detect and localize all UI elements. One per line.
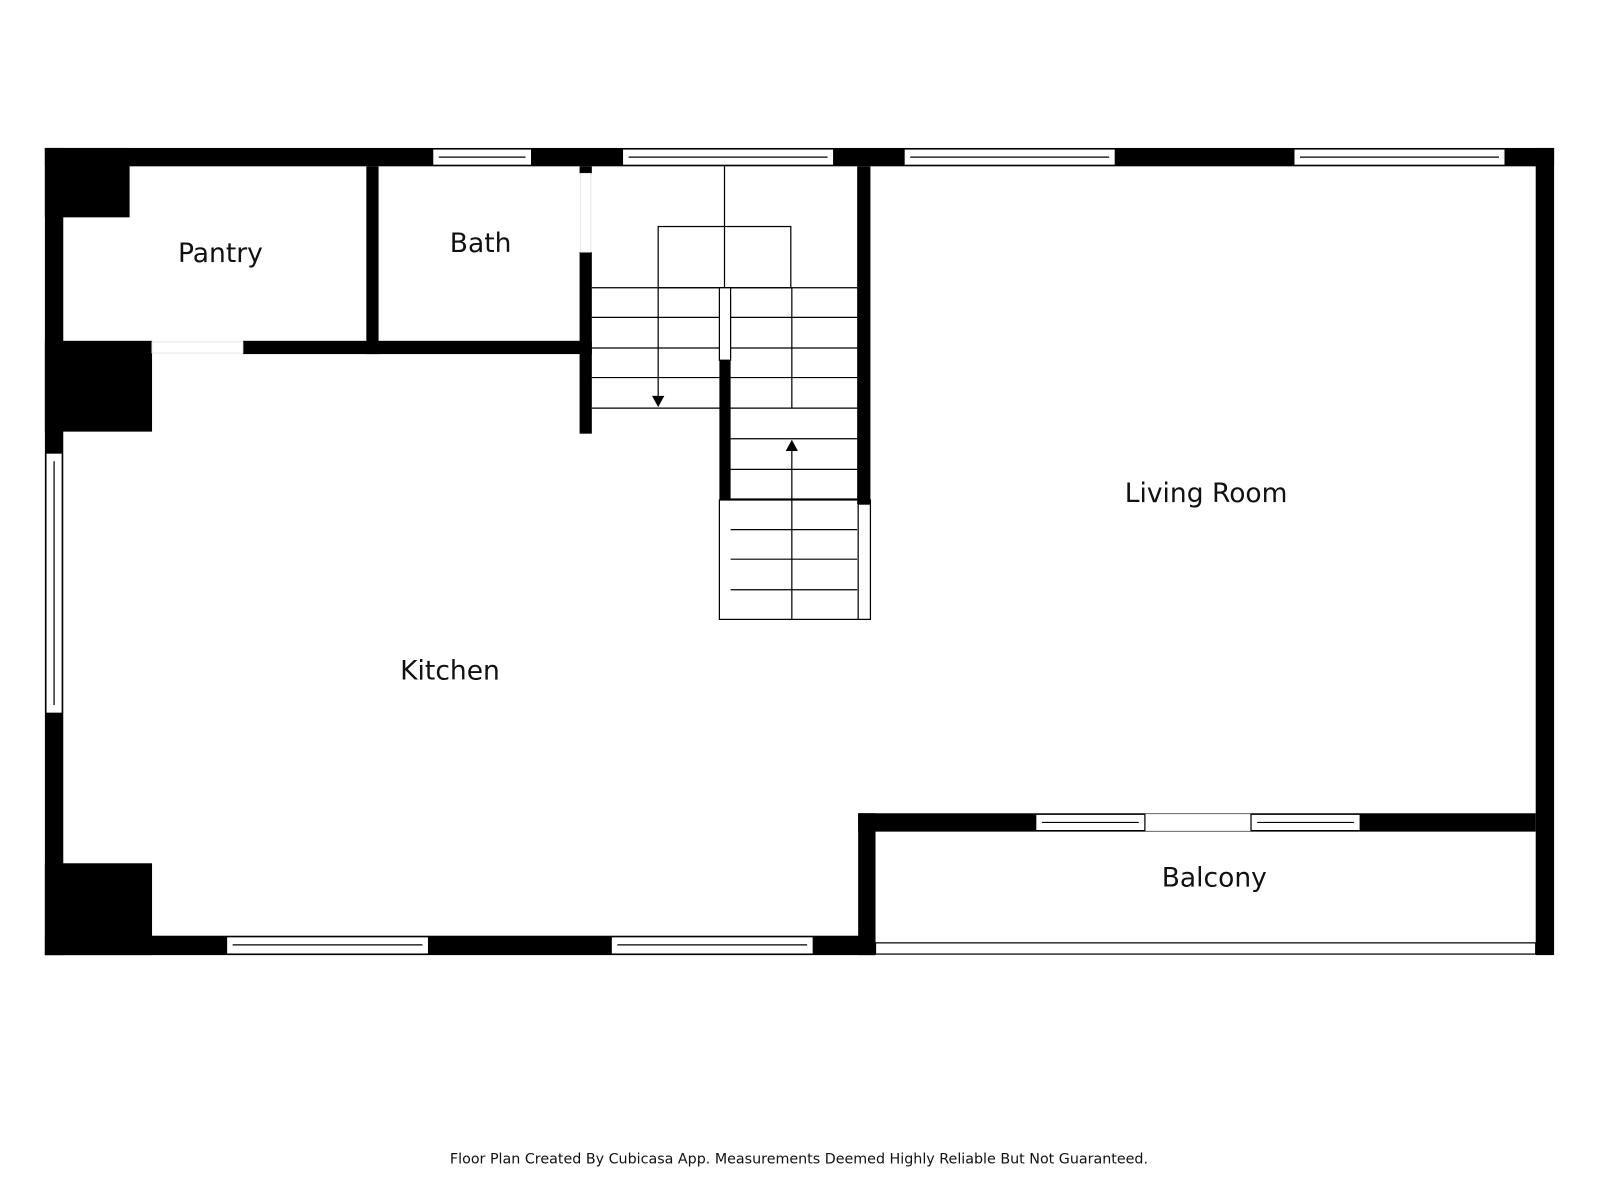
- room-label-bath: Bath: [450, 228, 512, 259]
- stair-up-arrow-icon: [785, 439, 798, 452]
- windows: [45, 148, 1537, 955]
- footer-disclaimer: Floor Plan Created By Cubicasa App. Meas…: [450, 1151, 1148, 1167]
- walls: [44, 147, 1555, 956]
- room-label-living-room: Living Room: [1125, 478, 1288, 509]
- room-label-balcony: Balcony: [1162, 863, 1267, 894]
- stair-down-arrow-icon: [652, 395, 665, 408]
- staircase: [591, 166, 872, 621]
- door-openings: [151, 172, 1252, 832]
- room-label-kitchen: Kitchen: [400, 656, 500, 687]
- room-label-pantry: Pantry: [178, 238, 263, 269]
